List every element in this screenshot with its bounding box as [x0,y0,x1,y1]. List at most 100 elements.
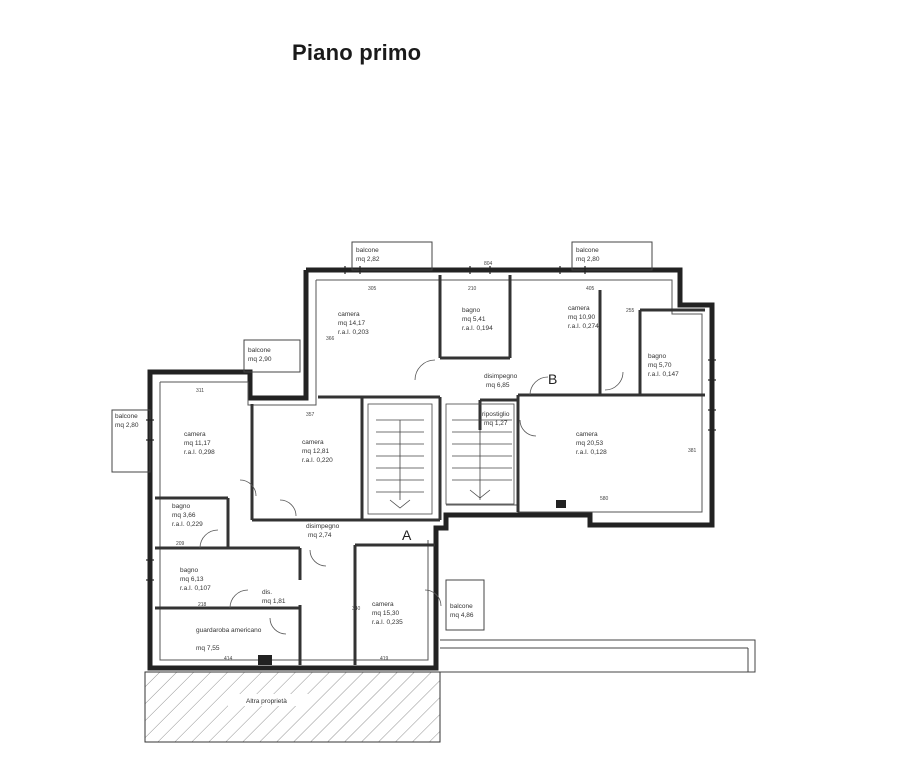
dim-v3: 381 [688,448,697,454]
svg-text:ripostiglio: ripostiglio [482,411,510,418]
window-marks [146,266,716,665]
room-camera-left: camera mq 11,17 r.a.I. 0,298 [184,431,215,456]
outer-walls-inner [159,279,703,661]
dim-v1: 366 [326,336,335,342]
svg-text:guardaroba americano: guardaroba americano [196,627,262,634]
svg-text:r.a.I. 0,128: r.a.I. 0,128 [576,449,607,456]
outer-walls [147,267,715,671]
room-bagno-top: bagno mq 5,41 r.a.I. 0,194 [462,307,493,332]
svg-text:bagno: bagno [462,307,480,314]
dim-left-room: 311 [196,388,204,394]
svg-text:r.a.I. 0,274: r.a.I. 0,274 [568,323,599,330]
dim-big-room: 580 [600,496,609,502]
dim-bagno-w: 218 [198,602,207,608]
svg-text:bagno: bagno [172,503,190,510]
svg-text:balcone: balcone [450,603,473,610]
svg-text:mq 10,90: mq 10,90 [568,314,595,321]
svg-text:r.a.I. 0,107: r.a.I. 0,107 [180,585,211,592]
dim-top-left: 305 [368,286,377,292]
room-bagno-left1: bagno mq 3,66 r.a.I. 0,229 [172,503,203,528]
svg-text:mq 2,90: mq 2,90 [248,356,272,363]
dimensions: 305 210 405 804 311 357 580 419 414 218 … [176,261,697,662]
room-camera-mid: camera mq 12,81 r.a.I. 0,220 [302,439,333,464]
dim-v4: 255 [626,308,635,314]
svg-text:mq 11,17: mq 11,17 [184,440,211,447]
svg-text:r.a.I. 0,229: r.a.I. 0,229 [172,521,203,528]
svg-text:disimpegno: disimpegno [306,523,340,530]
dim-bottom-mid: 419 [380,656,389,662]
balcone-mid-left: balcone mq 2,90 [248,347,272,363]
label-b: B [548,371,557,387]
svg-text:mq 4,86: mq 4,86 [450,612,474,619]
svg-text:mq 15,30: mq 15,30 [372,610,399,617]
svg-text:camera: camera [302,439,324,446]
svg-text:mq 7,55: mq 7,55 [196,645,220,652]
svg-text:balcone: balcone [576,247,599,254]
svg-text:mq 2,80: mq 2,80 [576,256,600,263]
svg-text:balcone: balcone [115,413,138,420]
svg-text:mq 1,81: mq 1,81 [262,598,286,605]
svg-text:mq 3,66: mq 3,66 [172,512,196,519]
dim-mid-room: 357 [306,412,315,418]
svg-text:r.a.I. 0,203: r.a.I. 0,203 [338,329,369,336]
room-camera-top-right: camera mq 10,90 r.a.I. 0,274 [568,305,599,330]
svg-text:r.a.I. 0,235: r.a.I. 0,235 [372,619,403,626]
room-dis-small: dis. mq 1,81 [262,589,286,605]
balcone-top-left: balcone mq 2,82 [356,247,380,263]
dim-top-mid: 210 [468,286,477,292]
svg-text:camera: camera [576,431,598,438]
room-guardaroba: guardaroba americano mq 7,55 [196,627,262,652]
svg-text:mq 6,85: mq 6,85 [486,382,510,389]
svg-text:camera: camera [184,431,206,438]
svg-text:balcone: balcone [356,247,379,254]
svg-text:mq 2,82: mq 2,82 [356,256,380,263]
svg-text:camera: camera [338,311,360,318]
svg-text:bagno: bagno [648,353,666,360]
svg-text:r.a.I. 0,298: r.a.I. 0,298 [184,449,215,456]
svg-text:dis.: dis. [262,589,272,596]
balconies-outlines [111,241,653,631]
svg-text:mq 20,53: mq 20,53 [576,440,603,447]
svg-text:mq 6,13: mq 6,13 [180,576,204,583]
svg-text:mq 1,27: mq 1,27 [484,420,508,427]
label-a: A [402,527,412,543]
svg-text:balcone: balcone [248,347,271,354]
room-bagno-left2: bagno mq 6,13 r.a.I. 0,107 [180,567,211,592]
dim-v2: 340 [352,606,361,612]
svg-text:mq 2,80: mq 2,80 [115,422,139,429]
svg-text:mq 5,70: mq 5,70 [648,362,672,369]
room-camera-bottom: camera mq 15,30 r.a.I. 0,235 [372,601,403,626]
room-camera-big-right: camera mq 20,53 r.a.I. 0,128 [576,431,607,456]
svg-text:mq 12,81: mq 12,81 [302,448,329,455]
staircase [367,403,515,515]
svg-text:r.a.I. 0,220: r.a.I. 0,220 [302,457,333,464]
balcone-top-right: balcone mq 2,80 [576,247,600,263]
room-disimpegno-b: disimpegno mq 6,85 [484,373,518,389]
svg-text:camera: camera [568,305,590,312]
balcone-far-left: balcone mq 2,80 [115,413,139,429]
svg-text:mq 2,74: mq 2,74 [308,532,332,539]
svg-text:r.a.I. 0,147: r.a.I. 0,147 [648,371,679,378]
balcone-bottom-right: balcone mq 4,86 [450,603,474,619]
page-title: Piano primo [292,40,422,65]
svg-text:r.a.I. 0,194: r.a.I. 0,194 [462,325,493,332]
room-disimpegno-a: disimpegno mq 2,74 [306,523,340,539]
room-ripostiglio: ripostiglio mq 1,27 [482,411,510,427]
svg-text:mq 5,41: mq 5,41 [462,316,486,323]
svg-text:disimpegno: disimpegno [484,373,518,380]
interior-walls [155,275,705,665]
room-camera-top-left: camera mq 14,17 r.a.I. 0,203 [338,311,369,336]
terrace-outline [440,639,756,673]
room-bagno-right: bagno mq 5,70 r.a.I. 0,147 [648,353,679,378]
dim-top-edge: 804 [484,261,493,267]
door-swings [199,359,624,635]
dim-top-right: 405 [586,286,595,292]
altra-proprieta-label: Altra proprietà [246,698,287,705]
altra-proprieta-area: Altra proprietà [144,671,441,743]
svg-text:mq 14,17: mq 14,17 [338,320,365,327]
svg-text:camera: camera [372,601,394,608]
svg-text:bagno: bagno [180,567,198,574]
dim-bottom-left: 414 [224,656,233,662]
dim-bagno2: 209 [176,541,185,547]
